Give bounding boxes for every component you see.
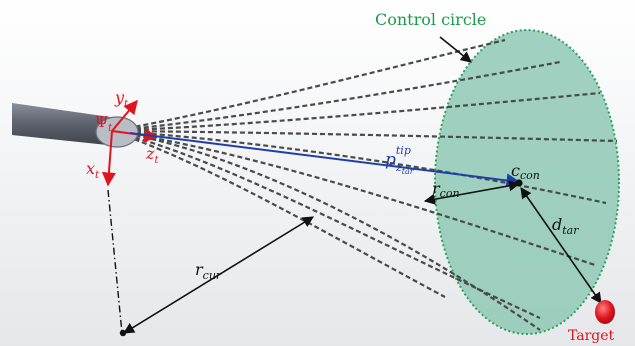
target-label: Target [568, 328, 615, 344]
symbol-psi-t: Ψt [95, 113, 113, 134]
path-3 [111, 91, 601, 133]
dash-dot-line [107, 189, 123, 334]
path-7 [111, 129, 541, 319]
path-1 [111, 38, 506, 133]
control-circle-label: Control circle [375, 10, 486, 29]
path-2 [111, 60, 561, 133]
x-axis-arrow [101, 130, 116, 187]
symbol-d-tar: dtar [552, 215, 579, 237]
control-circle-leader [439, 36, 472, 63]
symbol-r-con: rcon [432, 179, 460, 200]
symbol-r-cur: rcur [195, 260, 222, 282]
path-6 [111, 129, 596, 267]
symbol-y-t: yt [114, 88, 129, 110]
control-center-point [515, 179, 523, 187]
path-8 [111, 129, 446, 298]
tip-vector-arrow [129, 132, 521, 188]
r-con-arrow [423, 180, 521, 205]
symbol-c-con: ccon [511, 161, 540, 182]
target-point [595, 300, 615, 324]
needle-shaft [12, 103, 117, 146]
r-cur-arrow [123, 216, 314, 334]
curvature-center-point [119, 329, 127, 337]
path-9 [111, 129, 541, 331]
y-axis-arrow [111, 99, 138, 132]
symbol-x-t: xt [86, 159, 100, 181]
d-tar-arrow [520, 187, 602, 304]
path-4 [111, 129, 618, 143]
symbol-z-t: zt [145, 144, 159, 166]
